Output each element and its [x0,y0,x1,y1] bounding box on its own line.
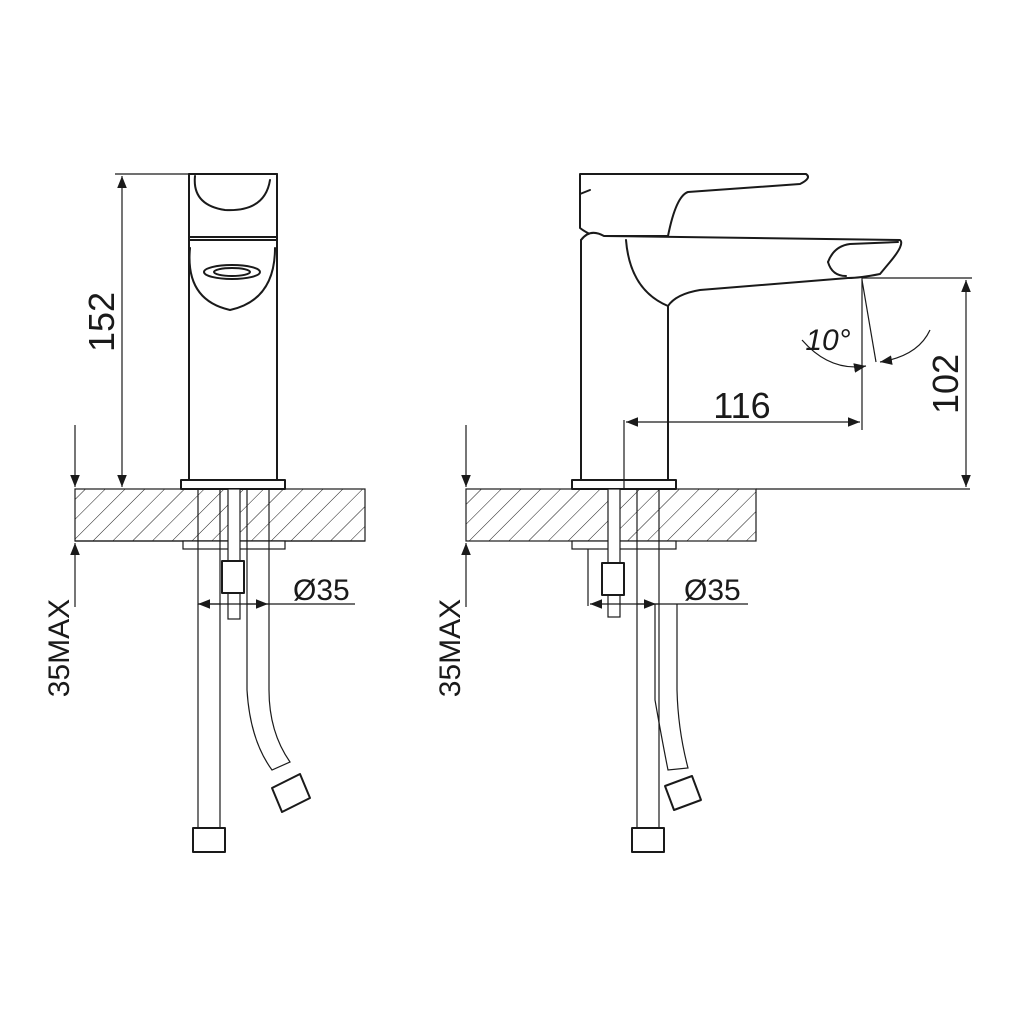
front-diameter-label: Ø35 [293,574,350,607]
front-diameter-dimension: Ø35 [198,574,355,609]
side-max-dimension: 35MAX [434,425,471,697]
side-reach-label: 116 [713,385,770,426]
side-view: 116 102 10° 35MAX Ø35 [434,173,972,853]
side-angle-label: 10° [805,324,850,357]
side-reach-dimension: 116 [623,278,863,489]
side-diameter-dimension: Ø35 [587,549,748,609]
front-mounting [182,488,311,853]
side-spout-height-dimension: 102 [862,277,972,487]
side-diameter-label: Ø35 [684,574,741,607]
side-angle-dimension: 10° [801,279,931,373]
front-height-label: 152 [81,292,122,352]
side-spout-height-label: 102 [925,354,966,414]
side-faucet-body [571,173,903,490]
front-faucet-body [180,173,286,490]
front-max-label: 35MAX [43,599,76,697]
side-mounting [571,488,702,853]
side-max-label: 35MAX [434,599,467,697]
front-view: 152 35MAX Ø35 [43,173,366,853]
front-max-dimension: 35MAX [43,425,80,697]
front-height-dimension: 152 [81,173,189,487]
